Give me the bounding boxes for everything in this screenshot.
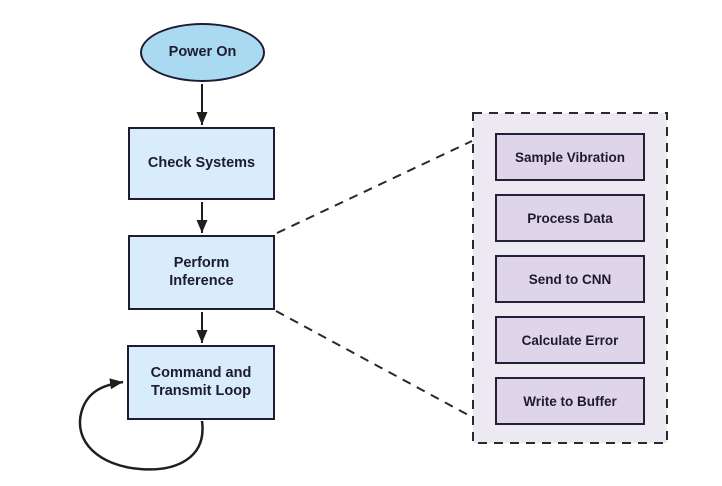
panel-item-label: Calculate Error	[521, 332, 619, 348]
start-node-power-on: Power On	[140, 23, 265, 82]
start-node-label: Power On	[168, 43, 237, 60]
panel-item-sample-vibration: Sample Vibration	[495, 133, 645, 181]
step-node-label: Perform Inference	[169, 255, 234, 289]
panel-item-label: Write to Buffer	[523, 393, 617, 409]
step-node-command-transmit-loop: Command and Transmit Loop	[127, 345, 275, 420]
panel-item-process-data: Process Data	[495, 194, 645, 242]
step-node-label: Check Systems	[147, 154, 256, 171]
panel-item-send-to-cnn: Send to CNN	[495, 255, 645, 303]
panel-item-label: Process Data	[527, 210, 613, 226]
step-node-perform-inference: Perform Inference	[128, 235, 275, 310]
panel-item-label: Send to CNN	[528, 271, 612, 287]
panel-item-write-to-buffer: Write to Buffer	[495, 377, 645, 425]
expansion-line-top	[276, 140, 473, 234]
step-node-check-systems: Check Systems	[128, 127, 275, 200]
loop-arrow	[78, 378, 204, 471]
panel-item-label: Sample Vibration	[514, 149, 626, 165]
expansion-line-bottom	[275, 310, 473, 418]
step-node-label: Command and Transmit Loop	[150, 365, 252, 399]
panel-item-calculate-error: Calculate Error	[495, 316, 645, 364]
